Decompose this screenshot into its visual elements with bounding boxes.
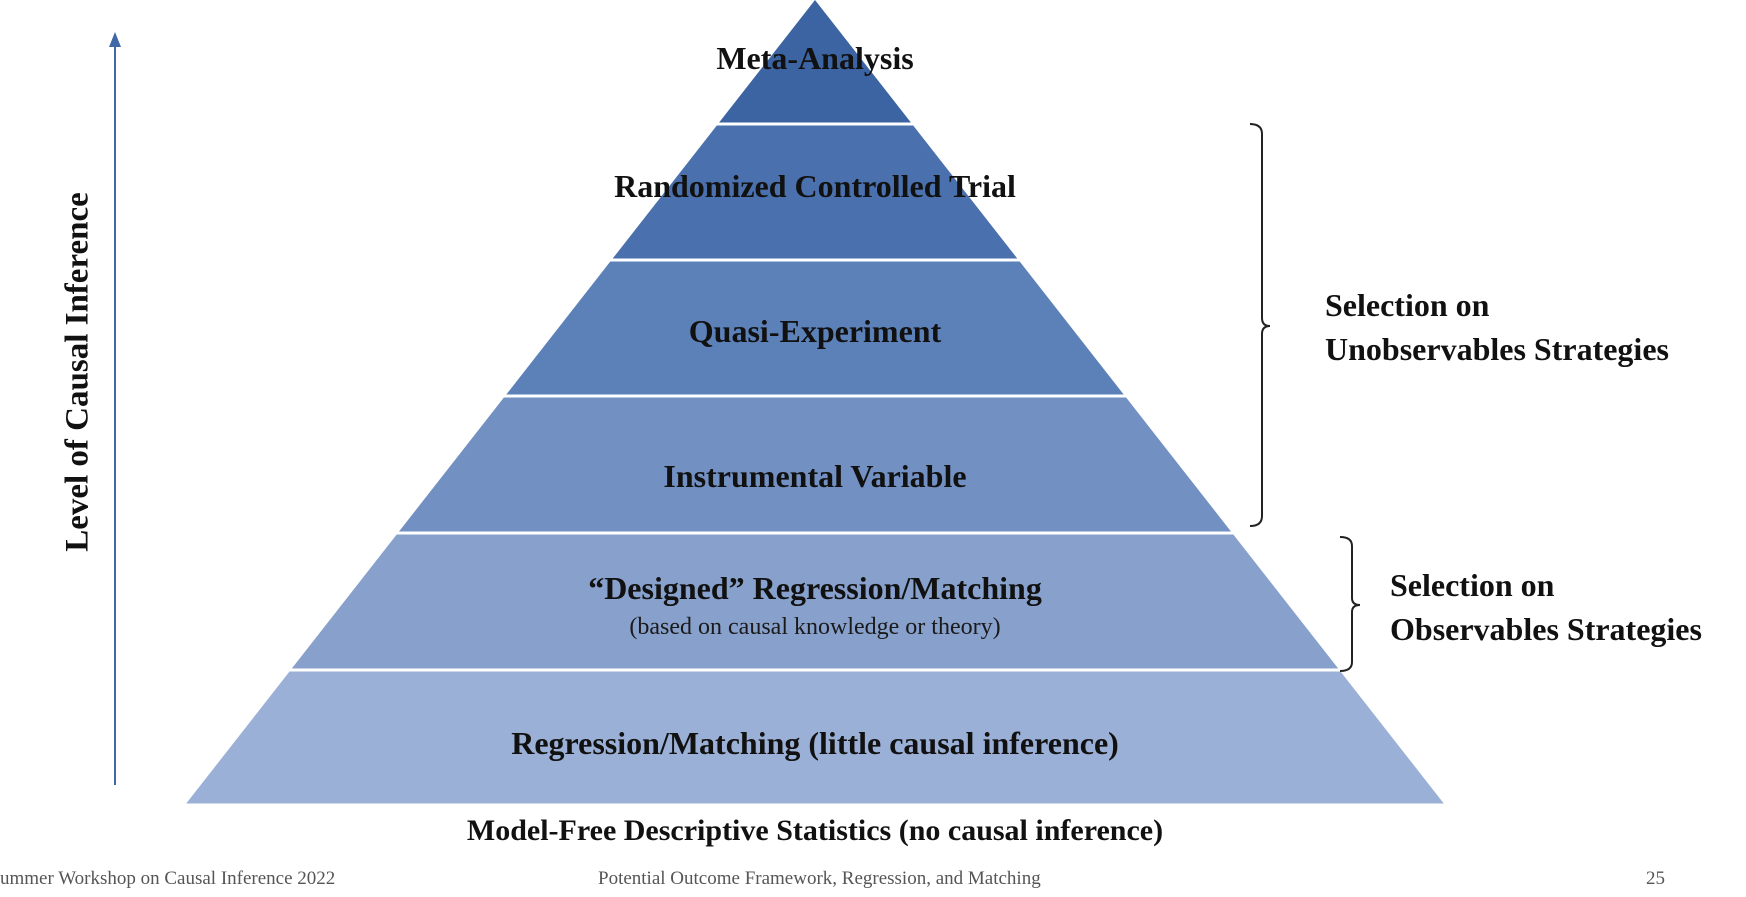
tier-sublabel-designed-regression: (based on causal knowledge or theory) (629, 614, 1001, 640)
observables-line1: Selection on (1390, 567, 1555, 603)
tier-designed-regression (291, 534, 1339, 669)
tier-instrumental-variable (399, 397, 1231, 532)
tier-meta-analysis (719, 0, 911, 123)
unobservables-line2: Unobservables Strategies (1325, 331, 1669, 367)
observables-strategies-label: Selection on Observables Strategies (1390, 563, 1702, 651)
tier-quasi-experiment (506, 261, 1124, 395)
axis-label: Level of Causal Inference (59, 192, 96, 552)
pyramid-tiers (186, 0, 1444, 804)
tier-label-regression-matching: Regression/Matching (little causal infer… (511, 725, 1119, 761)
tier-rct (612, 125, 1018, 259)
base-label: Model-Free Descriptive Statistics (no ca… (466, 814, 1164, 847)
tier-label-rct: Randomized Controlled Trial (614, 168, 1016, 204)
tier-label-quasi-experiment: Quasi-Experiment (688, 313, 942, 349)
tier-label-designed-regression: “Designed” Regression/Matching (588, 570, 1042, 606)
footer-workshop: ummer Workshop on Causal Inference 2022 (0, 868, 336, 889)
unobservables-bracket (1249, 123, 1271, 527)
observables-bracket (1339, 536, 1361, 672)
footer-title: Potential Outcome Framework, Regression,… (598, 868, 1041, 889)
observables-line2: Observables Strategies (1390, 611, 1702, 647)
tier-label-instrumental-variable: Instrumental Variable (663, 458, 967, 494)
page-number: 25 (1646, 868, 1665, 889)
tier-label-meta-analysis: Meta-Analysis (716, 40, 914, 76)
unobservables-strategies-label: Selection on Unobservables Strategies (1325, 283, 1669, 371)
unobservables-line1: Selection on (1325, 287, 1490, 323)
level-arrow-head (109, 32, 121, 47)
tier-regression-matching (186, 671, 1444, 804)
level-arrow (109, 32, 121, 785)
